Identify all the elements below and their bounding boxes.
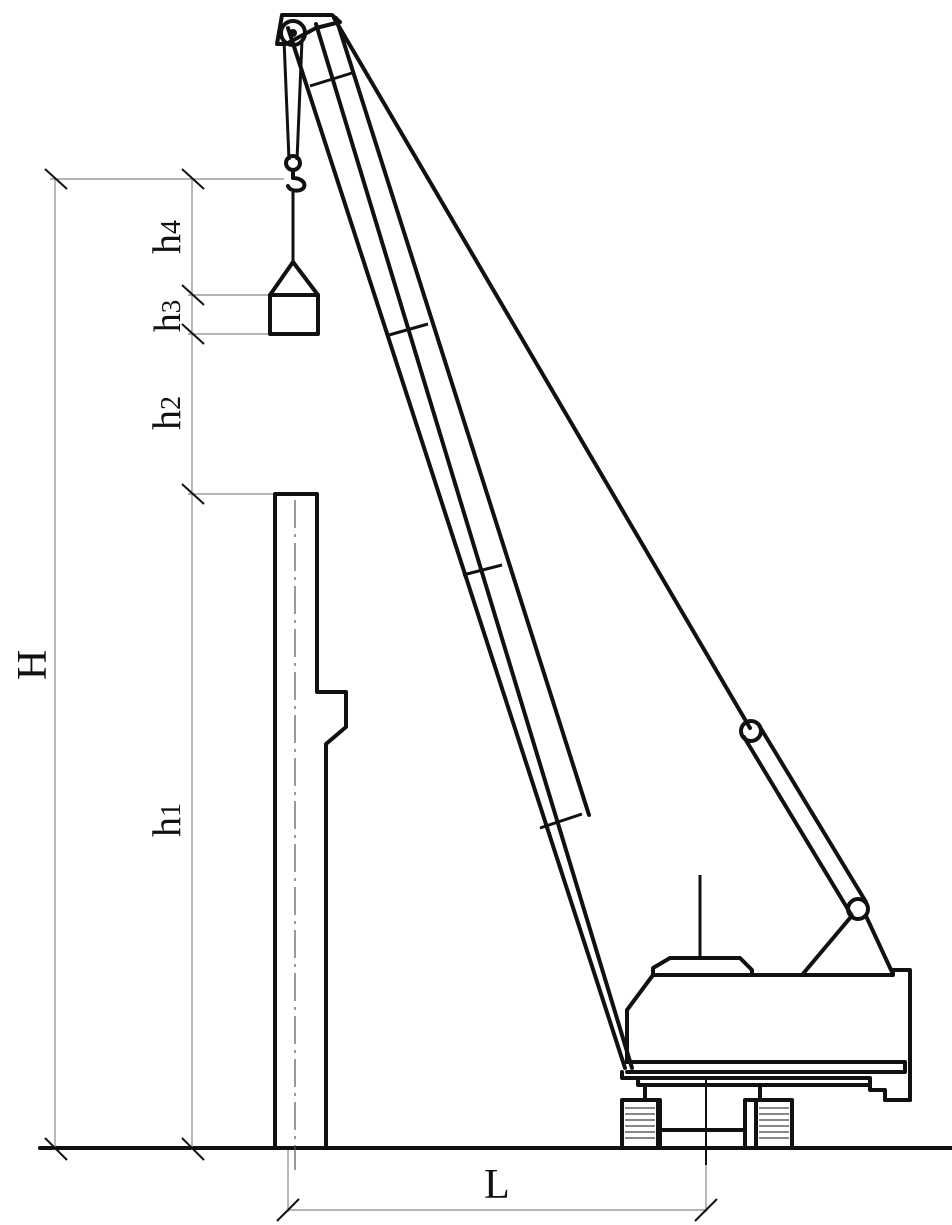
hoist-assembly	[282, 39, 307, 262]
dimension-lines	[44, 168, 718, 1222]
boom-head	[275, 13, 342, 47]
hook-block-icon	[284, 154, 302, 172]
crane-boom	[286, 16, 634, 1070]
crawler-track-left	[620, 1098, 660, 1150]
crane-body	[620, 875, 912, 1165]
hook-icon	[286, 168, 307, 193]
sheave-icon	[279, 19, 307, 47]
label-L: L	[484, 1162, 510, 1208]
crawler-track-right	[754, 1098, 794, 1150]
label-H: H	[10, 650, 56, 680]
column	[273, 492, 348, 1180]
label-h4: h4	[144, 220, 189, 254]
label-h1: h1	[144, 803, 189, 837]
label-h2: h2	[144, 396, 189, 430]
label-h3: h3	[147, 300, 189, 333]
gantry-strut	[739, 719, 894, 977]
load	[268, 260, 320, 336]
pendant-rope	[332, 16, 752, 730]
